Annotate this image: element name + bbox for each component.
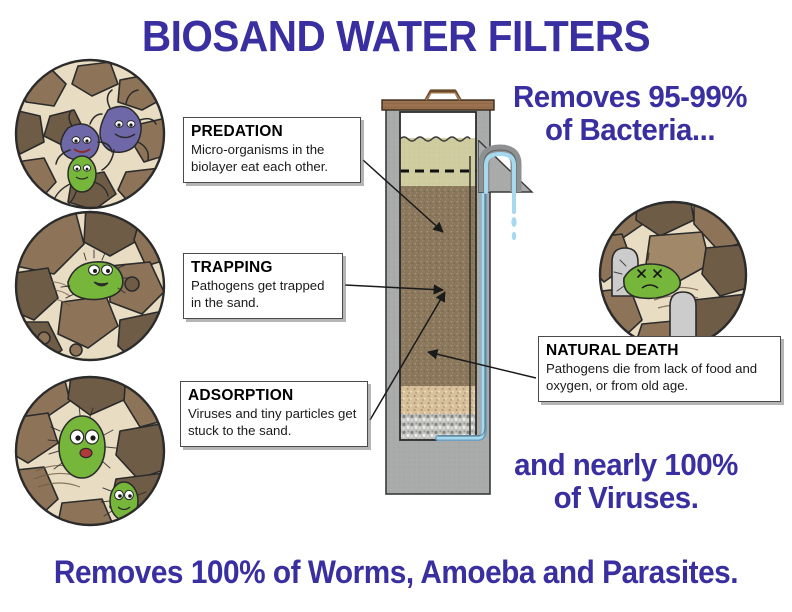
callout-trapping: TRAPPING Pathogens get trapped in the sa… xyxy=(183,253,343,319)
claim-viruses-line2: of Viruses. xyxy=(553,480,699,516)
claim-viruses: and nearly 100% of Viruses. xyxy=(478,448,774,515)
callout-adsorption-body: Viruses and tiny particles get stuck to … xyxy=(188,405,357,438)
callout-adsorption: ADSORPTION Viruses and tiny particles ge… xyxy=(180,381,368,447)
callout-natural-death-body: Pathogens die from lack of food and oxyg… xyxy=(546,360,758,393)
callout-adsorption-title: ADSORPTION xyxy=(188,387,294,404)
callout-predation-title: PREDATION xyxy=(191,123,283,140)
claim-worms: Removes 100% of Worms, Amoeba and Parasi… xyxy=(53,554,739,590)
callout-trapping-title: TRAPPING xyxy=(191,259,273,276)
claim-bacteria-line2: of Bacteria... xyxy=(544,112,716,148)
callout-predation: PREDATION Micro-organisms in the biolaye… xyxy=(183,117,361,183)
trapping-circle xyxy=(14,210,166,362)
callout-trapping-body: Pathogens get trapped in the sand. xyxy=(191,277,325,310)
claim-viruses-line1: and nearly 100% xyxy=(514,447,738,482)
claim-bacteria-line1: Removes 95-99% xyxy=(512,79,747,114)
adsorption-circle xyxy=(14,375,166,527)
natural-death-circle xyxy=(598,200,748,350)
predation-circle xyxy=(14,58,166,210)
outlet-spout xyxy=(478,140,534,241)
page-title: BIOSAND WATER FILTERS xyxy=(141,12,651,61)
claim-bacteria: Removes 95-99% of Bacteria... xyxy=(488,80,773,147)
callout-predation-body: Micro-organisms in the biolayer eat each… xyxy=(191,141,329,174)
callout-natural-death-title: NATURAL DEATH xyxy=(546,342,679,359)
callout-natural-death: NATURAL DEATH Pathogens die from lack of… xyxy=(538,336,781,402)
